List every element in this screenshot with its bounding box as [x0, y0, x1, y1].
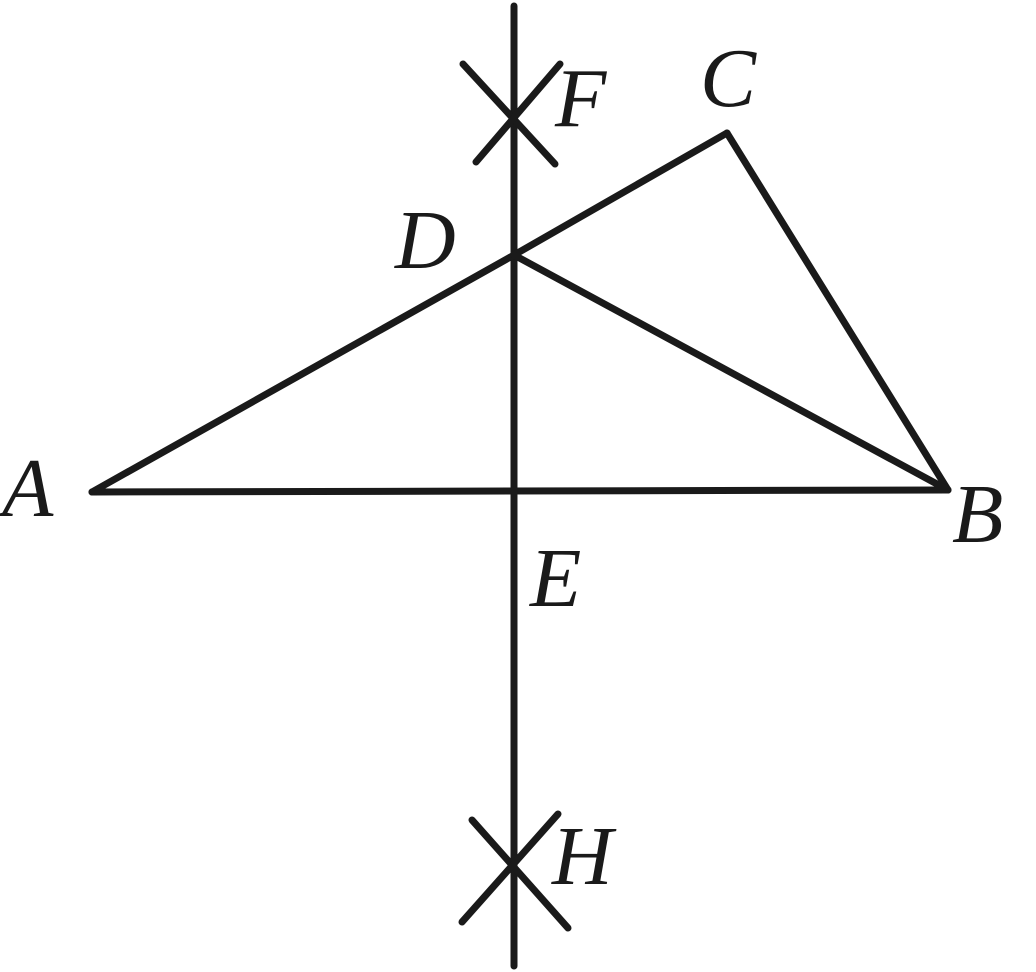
segment-da	[88, 251, 518, 496]
label-d: D	[394, 194, 456, 287]
segment-ab	[88, 486, 952, 496]
label-e: E	[529, 532, 581, 625]
label-b: B	[952, 468, 1003, 561]
arc-mark-h-2	[458, 810, 562, 926]
segment-cd	[510, 129, 731, 259]
label-h: H	[551, 810, 617, 903]
label-a: A	[0, 442, 54, 535]
arc-mark-f-2	[472, 60, 564, 166]
label-c: C	[700, 32, 757, 125]
segment-bc	[723, 129, 952, 494]
label-f: F	[554, 52, 608, 145]
arc-mark-h-1	[468, 816, 572, 932]
arc-mark-f-1	[459, 60, 559, 168]
segment-db	[510, 251, 952, 494]
